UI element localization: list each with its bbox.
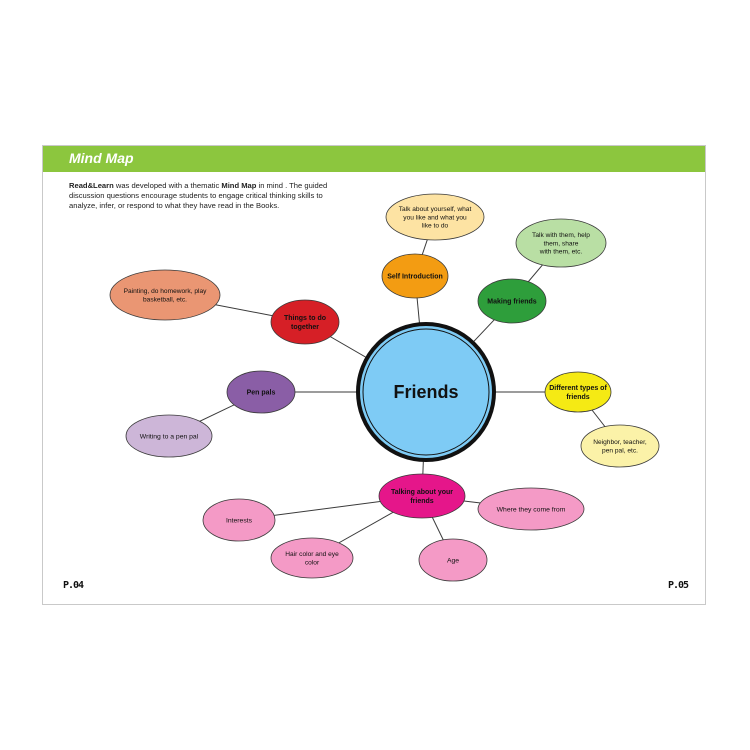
node-self-intro-shape — [381, 253, 449, 299]
node-talking-about: Talking about your friends — [378, 473, 466, 519]
center-node: Friends — [356, 322, 496, 462]
page-number-right: P.05 — [668, 580, 689, 591]
node-interests-shape — [202, 498, 276, 542]
node-talking-about-shape — [378, 473, 466, 519]
node-hair-color-label: color — [305, 559, 320, 566]
header-banner: Mind Map — [43, 146, 705, 172]
intro-text-2: in mind . The guided discussion question… — [69, 181, 328, 210]
intro-bold: Mind Map — [221, 181, 257, 190]
node-pen-pals: Pen pals — [226, 370, 296, 414]
node-neighbor-shape — [580, 424, 660, 468]
node-talking-about-label: Talking about your — [391, 489, 453, 496]
node-neighbor-label: pen pal, etc. — [602, 447, 638, 454]
node-pen-pals-shape — [226, 370, 296, 414]
node-age-shape — [418, 538, 488, 582]
node-where-from-label: Where they come from — [497, 506, 566, 513]
intro-text-1: was developed with a thematic — [113, 181, 222, 190]
node-painting-label: Painting, do homework, play — [124, 288, 208, 295]
center-node-inner-ring — [362, 328, 490, 456]
node-making-friends-label: Making friends — [487, 298, 537, 305]
node-hair-color-shape — [270, 537, 354, 579]
node-where-from: Where they come from — [477, 487, 585, 531]
node-interests: Interests — [202, 498, 276, 542]
node-talk-with-them-label: with them, etc. — [539, 249, 583, 256]
node-neighbor: Neighbor, teacher,pen pal, etc. — [580, 424, 660, 468]
center-node-circle — [356, 322, 496, 462]
node-writing-pen-pal: Writing to a pen pal — [125, 414, 213, 458]
node-self-intro: Self Introduction — [381, 253, 449, 299]
page-title: Mind Map — [69, 150, 134, 166]
node-different-types-label: Different types of — [549, 385, 607, 392]
node-making-friends: Making friends — [477, 278, 547, 324]
node-talk-with-them-shape — [515, 218, 607, 268]
node-painting-label: basketball, etc. — [143, 296, 187, 303]
node-where-from-shape — [477, 487, 585, 531]
node-interests-label: Interests — [226, 517, 253, 524]
intro-paragraph: Read&Learn was developed with a thematic… — [69, 181, 329, 211]
node-neighbor-label: Neighbor, teacher, — [593, 439, 647, 446]
node-hair-color-label: Hair color and eye — [285, 551, 339, 558]
center-node-label: Friends — [393, 382, 458, 402]
intro-brand: Read&Learn — [69, 181, 114, 190]
node-age: Age — [418, 538, 488, 582]
node-talking-about-label: friends — [410, 498, 433, 505]
node-talk-yourself-label: Talk about yourself, what — [399, 206, 472, 213]
node-talk-with-them-label: Talk with them, help — [532, 232, 590, 239]
node-different-types: Different types of friends — [544, 371, 612, 413]
node-talk-yourself-label: you like and what you — [403, 214, 467, 221]
page-number-left: P.04 — [63, 580, 84, 591]
node-things-to-do-shape — [270, 299, 340, 345]
node-things-to-do: Things to do together — [270, 299, 340, 345]
node-things-to-do-label: together — [291, 324, 319, 331]
node-different-types-label: friends — [566, 394, 589, 401]
worksheet-page: Mind Map Read&Learn was developed with a… — [42, 145, 706, 605]
node-self-intro-label: Self Introduction — [387, 273, 443, 280]
node-making-friends-shape — [477, 278, 547, 324]
node-talk-yourself-shape — [385, 193, 485, 241]
node-writing-pen-pal-shape — [125, 414, 213, 458]
node-different-types-shape — [544, 371, 612, 413]
node-age-label: Age — [447, 557, 459, 564]
node-things-to-do-label: Things to do — [284, 315, 326, 322]
node-writing-pen-pal-label: Writing to a pen pal — [140, 433, 199, 440]
node-pen-pals-label: Pen pals — [247, 389, 276, 396]
node-talk-yourself-label: like to do — [422, 223, 449, 230]
node-talk-with-them-label: them, share — [544, 240, 579, 247]
node-painting-shape — [109, 269, 221, 321]
